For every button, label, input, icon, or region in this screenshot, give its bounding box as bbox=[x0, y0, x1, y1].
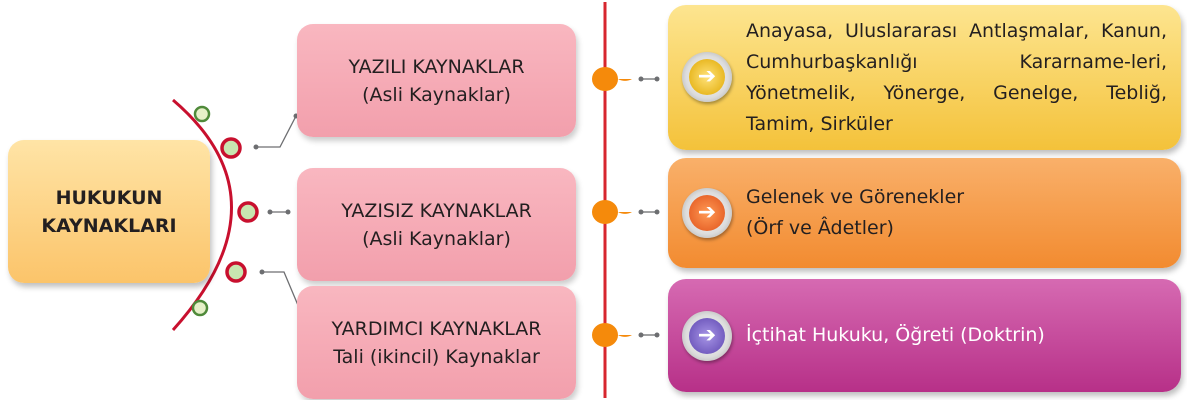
arc-dot-1 bbox=[220, 137, 242, 159]
marker-3 bbox=[592, 323, 660, 347]
category-unwritten-subtitle: (Asli Kaynaklar) bbox=[362, 227, 511, 250]
connector-1 bbox=[256, 115, 297, 148]
detail-auxiliary-sources: ➔ İçtihat Hukuku, Öğreti (Doktrin) bbox=[668, 279, 1181, 392]
category-written-title: YAZILI KAYNAKLAR bbox=[348, 55, 525, 78]
arc-dot-bottom bbox=[191, 299, 209, 317]
category-written: YAZILI KAYNAKLAR (Asli Kaynaklar) bbox=[297, 24, 576, 137]
arc-dot-3 bbox=[225, 261, 247, 283]
pin-marker-3 bbox=[592, 323, 632, 347]
connector-1-start bbox=[253, 144, 259, 150]
category-auxiliary-subtitle: Tali (ikincil) Kaynaklar bbox=[333, 345, 540, 368]
detail-unwritten-sources: ➔ Gelenek ve Görenekler (Örf ve Âdetler) bbox=[668, 158, 1181, 268]
detail-written-text: Anayasa, Uluslararası Antlaşmalar, Kanun… bbox=[746, 19, 1167, 135]
marker-1 bbox=[592, 67, 660, 91]
connector-3 bbox=[262, 271, 301, 311]
pin-marker-1 bbox=[592, 67, 632, 91]
detail-written-sources: ➔ Anayasa, Uluslararası Antlaşmalar, Kan… bbox=[668, 5, 1181, 150]
root-title-line2: KAYNAKLARI bbox=[41, 214, 177, 237]
category-unwritten-title: YAZISIZ KAYNAKLAR bbox=[341, 199, 532, 222]
root-title-line1: HUKUKUN bbox=[55, 186, 163, 209]
main-arc bbox=[171, 98, 233, 332]
arrow-right-icon: ➔ bbox=[682, 52, 732, 102]
category-unwritten: YAZISIZ KAYNAKLAR (Asli Kaynaklar) bbox=[297, 168, 576, 281]
pin-marker-2 bbox=[592, 200, 632, 224]
connector-2-start bbox=[267, 209, 273, 215]
connector-2-end bbox=[285, 209, 291, 215]
arrow-right-icon: ➔ bbox=[682, 311, 732, 361]
connector-3-start bbox=[259, 269, 265, 275]
marker-2 bbox=[592, 200, 660, 224]
root-node: HUKUKUN KAYNAKLARI bbox=[8, 140, 210, 283]
detail-unwritten-line2: (Örf ve Âdetler) bbox=[746, 217, 894, 239]
category-auxiliary-title: YARDIMCI KAYNAKLAR bbox=[331, 317, 542, 340]
arc-dot-top bbox=[193, 105, 211, 123]
category-written-subtitle: (Asli Kaynaklar) bbox=[362, 83, 511, 106]
detail-unwritten-line1: Gelenek ve Görenekler bbox=[746, 186, 965, 208]
detail-auxiliary-text: İçtihat Hukuku, Öğreti (Doktrin) bbox=[746, 324, 1045, 346]
category-auxiliary: YARDIMCI KAYNAKLAR Tali (ikincil) Kaynak… bbox=[297, 286, 576, 399]
arrow-right-icon: ➔ bbox=[682, 188, 732, 238]
arc-dot-2 bbox=[237, 201, 259, 223]
